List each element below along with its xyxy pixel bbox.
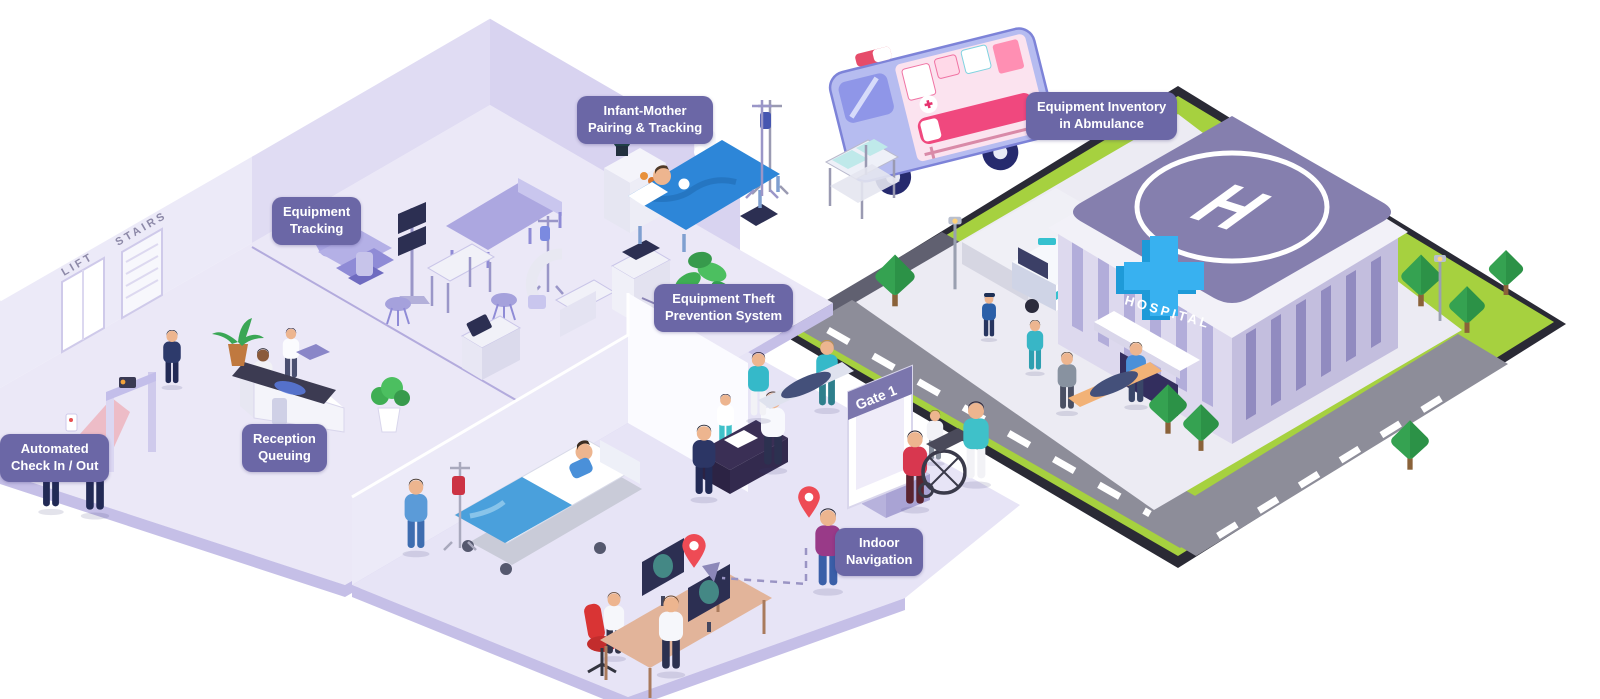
label-equipment-tracking: Equipment Tracking xyxy=(272,197,362,245)
patient-bed xyxy=(453,439,642,575)
label-automated-check-in-out: Automated Check In / Out xyxy=(0,434,110,482)
building-windows-right xyxy=(1246,256,1381,420)
c-arm-machine xyxy=(525,248,616,337)
lower-wing: Gate 1 xyxy=(351,293,1020,699)
overbed-table xyxy=(426,243,496,313)
label-equipment-inventory-ambulance: Equipment Inventory in Abmulance xyxy=(1026,92,1178,140)
police-officer xyxy=(980,293,998,342)
potted-palm xyxy=(212,318,264,366)
bed-tablet xyxy=(740,204,778,226)
monitor-2 xyxy=(688,564,730,632)
iv-pole-infant xyxy=(745,100,779,199)
label-infant-mother-pairing: Infant-Mother Pairing & Tracking xyxy=(577,96,714,144)
medical-cross-icon xyxy=(1116,236,1204,320)
lift-door xyxy=(61,256,105,354)
stretcher-carriers xyxy=(1055,342,1162,416)
entrance-awning xyxy=(1094,311,1200,371)
stretcher xyxy=(917,93,1036,144)
helipad-circle xyxy=(1134,150,1330,264)
gate-sign-band xyxy=(848,366,912,420)
gate-1-board: Gate 1 xyxy=(847,364,930,518)
control-room xyxy=(584,538,772,698)
label-indoor-navigation: Indoor Navigation xyxy=(835,528,924,576)
stool-1 xyxy=(385,297,411,311)
label-equipment-theft-prevention: Equipment Theft Prevention System xyxy=(654,284,794,332)
supply-cart xyxy=(824,139,900,219)
wall-equipment xyxy=(252,17,490,243)
ambulance-cutaway xyxy=(828,27,1056,195)
hospital-building: H HOSPITAL xyxy=(1048,116,1408,444)
suitcase xyxy=(272,398,287,425)
mother-bed xyxy=(628,140,780,252)
stairs-door xyxy=(121,227,163,320)
upper-wing: LIFT STAIRS xyxy=(0,15,833,597)
wheelchair-group xyxy=(918,401,991,498)
label-reception-queuing: Reception Queuing xyxy=(242,424,327,472)
bin xyxy=(356,252,373,276)
laptop xyxy=(724,430,758,448)
reception-desk xyxy=(232,328,345,433)
monitor-1 xyxy=(642,538,684,606)
doctor-station xyxy=(690,391,788,504)
potted-plant xyxy=(371,377,410,433)
stool-2 xyxy=(491,293,517,307)
stretcher-runners xyxy=(746,340,854,424)
iv-pole-ward xyxy=(443,462,477,551)
campus-people xyxy=(980,293,1162,416)
path-arrow-icon xyxy=(702,562,720,582)
indoor-navigation-path xyxy=(682,486,820,586)
mobile-cart xyxy=(460,314,522,380)
